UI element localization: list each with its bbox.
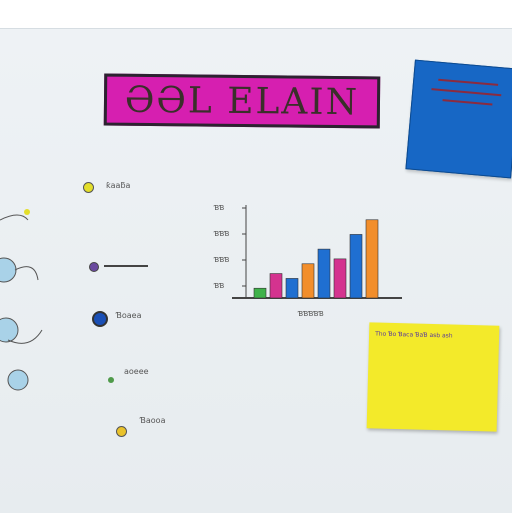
bar bbox=[285, 278, 299, 299]
legend-dot bbox=[116, 426, 127, 437]
yellow-sticky-note: Tho Ɓo Ɓaca ƁaƁ asb ash bbox=[366, 322, 500, 432]
y-tick-label: ƁƁƁ bbox=[213, 256, 229, 264]
legend-label: Ɓoaea bbox=[116, 311, 142, 320]
bar bbox=[333, 258, 347, 299]
bar bbox=[317, 248, 331, 299]
title-banner: ƏƏL ELAIN bbox=[103, 73, 381, 129]
legend-label: aoeee bbox=[124, 367, 149, 376]
note-scribble bbox=[438, 78, 499, 86]
board-title: ƏƏL ELAIN bbox=[124, 79, 360, 123]
y-tick-label: ƁƁ bbox=[213, 282, 224, 290]
sketch-circle bbox=[0, 257, 17, 283]
sketch-circle bbox=[0, 317, 19, 343]
legend-dot bbox=[83, 182, 94, 193]
bar bbox=[365, 219, 379, 299]
sketch-dot bbox=[24, 209, 30, 215]
y-tick-label: ƁƁƁ bbox=[213, 230, 229, 238]
x-axis-label: ƁƁƁƁƁ bbox=[297, 310, 324, 318]
left-sketch bbox=[0, 209, 43, 391]
y-tick-label: ƁƁ bbox=[213, 204, 224, 212]
legend-dot bbox=[92, 311, 108, 327]
bar bbox=[301, 263, 315, 299]
yellow-note-text: Tho Ɓo Ɓaca ƁaƁ asb ash bbox=[375, 330, 453, 340]
legend-dot bbox=[89, 262, 99, 272]
bar bbox=[269, 273, 283, 299]
note-scribble bbox=[431, 88, 502, 97]
sketch-circle bbox=[7, 369, 29, 391]
legend-label: Ɓaooa bbox=[140, 416, 166, 425]
legend-dot bbox=[108, 377, 114, 383]
note-scribble bbox=[442, 99, 493, 106]
bar bbox=[253, 287, 267, 299]
bar bbox=[349, 234, 363, 299]
legend-dash bbox=[104, 265, 148, 267]
legend-label: ƙaaƃa bbox=[106, 181, 131, 190]
blue-sticky-note bbox=[405, 59, 512, 179]
sketch-line bbox=[0, 214, 43, 344]
